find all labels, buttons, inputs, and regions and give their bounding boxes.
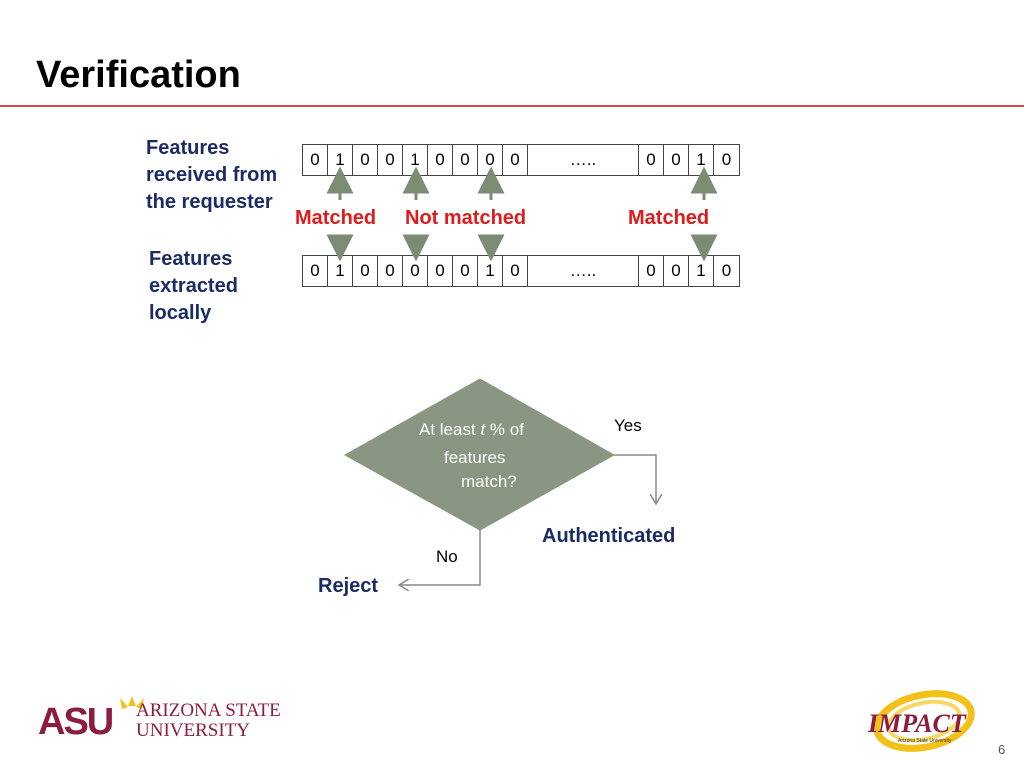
yes-connector bbox=[614, 454, 656, 504]
received-bit: 0 bbox=[478, 145, 503, 175]
reject-outcome: Reject bbox=[318, 575, 379, 597]
impact-wordmark: IMPACT bbox=[867, 709, 967, 738]
impact-swirl-icon bbox=[873, 690, 975, 752]
extracted-bit: 1 bbox=[478, 256, 503, 286]
impact-logo: IMPACT Arizona State University bbox=[867, 690, 975, 752]
received-bit: 0 bbox=[503, 145, 528, 175]
question-variable: t bbox=[480, 420, 486, 439]
question-suffix: % of bbox=[489, 420, 524, 439]
received-bit: 1 bbox=[403, 145, 428, 175]
received-bit: 1 bbox=[328, 145, 353, 175]
received-bit: 0 bbox=[453, 145, 478, 175]
asu-line-2: UNIVERSITY bbox=[136, 720, 250, 740]
question-prefix: At least bbox=[419, 420, 476, 439]
received-bit: 0 bbox=[428, 145, 453, 175]
extracted-bit: 1 bbox=[689, 256, 714, 286]
no-label: No bbox=[436, 547, 458, 566]
received-bit: 0 bbox=[353, 145, 378, 175]
extracted-bit: 0 bbox=[721, 261, 732, 280]
decision-question-line-2: features bbox=[444, 448, 506, 467]
received-bit-row: 0 1 0 0 1 0 0 0 0 ….. 0 0 1 0 bbox=[302, 144, 740, 176]
received-bit: 0 bbox=[378, 145, 403, 175]
decision-question-line-1: At least t % of bbox=[419, 420, 524, 440]
match-label-first: Matched bbox=[295, 207, 377, 229]
extracted-bit: 0 bbox=[403, 256, 428, 286]
page-number: 6 bbox=[998, 742, 1006, 757]
extracted-bit-ellipsis: ….. bbox=[528, 256, 639, 286]
extracted-bit: 1 bbox=[328, 256, 353, 286]
received-bit: 0 bbox=[639, 145, 664, 175]
asu-mark: ASU bbox=[38, 701, 113, 740]
asu-logo: ASU ARIZONA STATE UNIVERSITY bbox=[38, 696, 281, 740]
extracted-bit: 0 bbox=[639, 256, 664, 286]
decision-question-line-3: match? bbox=[461, 472, 517, 491]
received-bit: 1 bbox=[689, 145, 714, 175]
match-label-second: Not matched bbox=[405, 207, 527, 229]
yes-label: Yes bbox=[614, 416, 642, 435]
received-label-line-2: received from bbox=[146, 164, 278, 186]
received-bit-ellipsis: ….. bbox=[528, 145, 639, 175]
extracted-bit: 0 bbox=[303, 256, 328, 286]
authenticated-outcome: Authenticated bbox=[542, 525, 676, 547]
impact-subtitle: Arizona State University bbox=[898, 738, 952, 744]
extracted-bit: 0 bbox=[503, 256, 528, 286]
match-label-third: Matched bbox=[628, 207, 710, 229]
received-label-line-3: the requester bbox=[146, 191, 273, 213]
title-underline bbox=[0, 105, 1024, 107]
received-bit: 0 bbox=[303, 145, 328, 175]
no-connector bbox=[399, 530, 481, 585]
received-label-line-1: Features bbox=[146, 137, 230, 159]
extracted-bit: 0 bbox=[453, 256, 478, 286]
extracted-bit: 0 bbox=[664, 256, 689, 286]
received-bit: 0 bbox=[664, 145, 689, 175]
extracted-bit: 0 bbox=[353, 256, 378, 286]
extracted-label-line-1: Features bbox=[149, 248, 233, 270]
extracted-label-line-3: locally bbox=[149, 302, 212, 324]
extracted-features-label: Features extracted locally bbox=[149, 246, 238, 327]
received-features-label: Features received from the requester bbox=[146, 135, 292, 216]
extracted-bit: 0 bbox=[378, 256, 403, 286]
asu-sunburst-icon bbox=[120, 696, 144, 709]
extracted-label-line-2: extracted bbox=[149, 275, 238, 297]
received-bit: 0 bbox=[721, 150, 732, 169]
asu-line-1: ARIZONA STATE bbox=[136, 700, 281, 721]
slide-title: Verification bbox=[36, 54, 241, 96]
extracted-bit-row: 0 1 0 0 0 0 0 1 0 ….. 0 0 1 0 bbox=[302, 255, 740, 287]
extracted-bit: 0 bbox=[428, 256, 453, 286]
